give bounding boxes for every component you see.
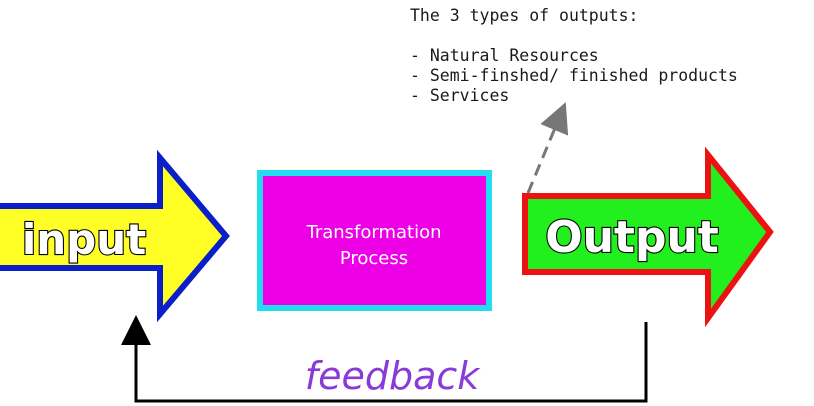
process-label-line1: Transformation: [305, 222, 441, 243]
process-label-line2: Process: [340, 248, 408, 269]
outputs-types-note: The 3 types of outputs: - Natural Resour…: [410, 6, 738, 106]
outputs-note-item: - Services: [410, 86, 510, 105]
outputs-note-item: - Semi-finshed/ finished products: [410, 66, 738, 85]
outputs-note-item: - Natural Resources: [410, 46, 599, 65]
process-rect: [257, 170, 492, 311]
outputs-note-title: The 3 types of outputs:: [410, 6, 639, 25]
transformation-process-box: Transformation Process: [257, 170, 492, 311]
output-arrow: Output: [522, 146, 774, 328]
output-label: Output: [545, 212, 719, 263]
outputs-note-pointer-arrow: [526, 102, 569, 194]
input-arrow: input: [0, 149, 230, 323]
feedback-line: [121, 315, 648, 403]
feedback-loop: feedback: [121, 315, 648, 403]
input-arrow-shape: [0, 149, 230, 323]
output-arrow-shape: [522, 146, 774, 328]
feedback-label: feedback: [305, 354, 482, 398]
input-label: input: [22, 215, 146, 264]
